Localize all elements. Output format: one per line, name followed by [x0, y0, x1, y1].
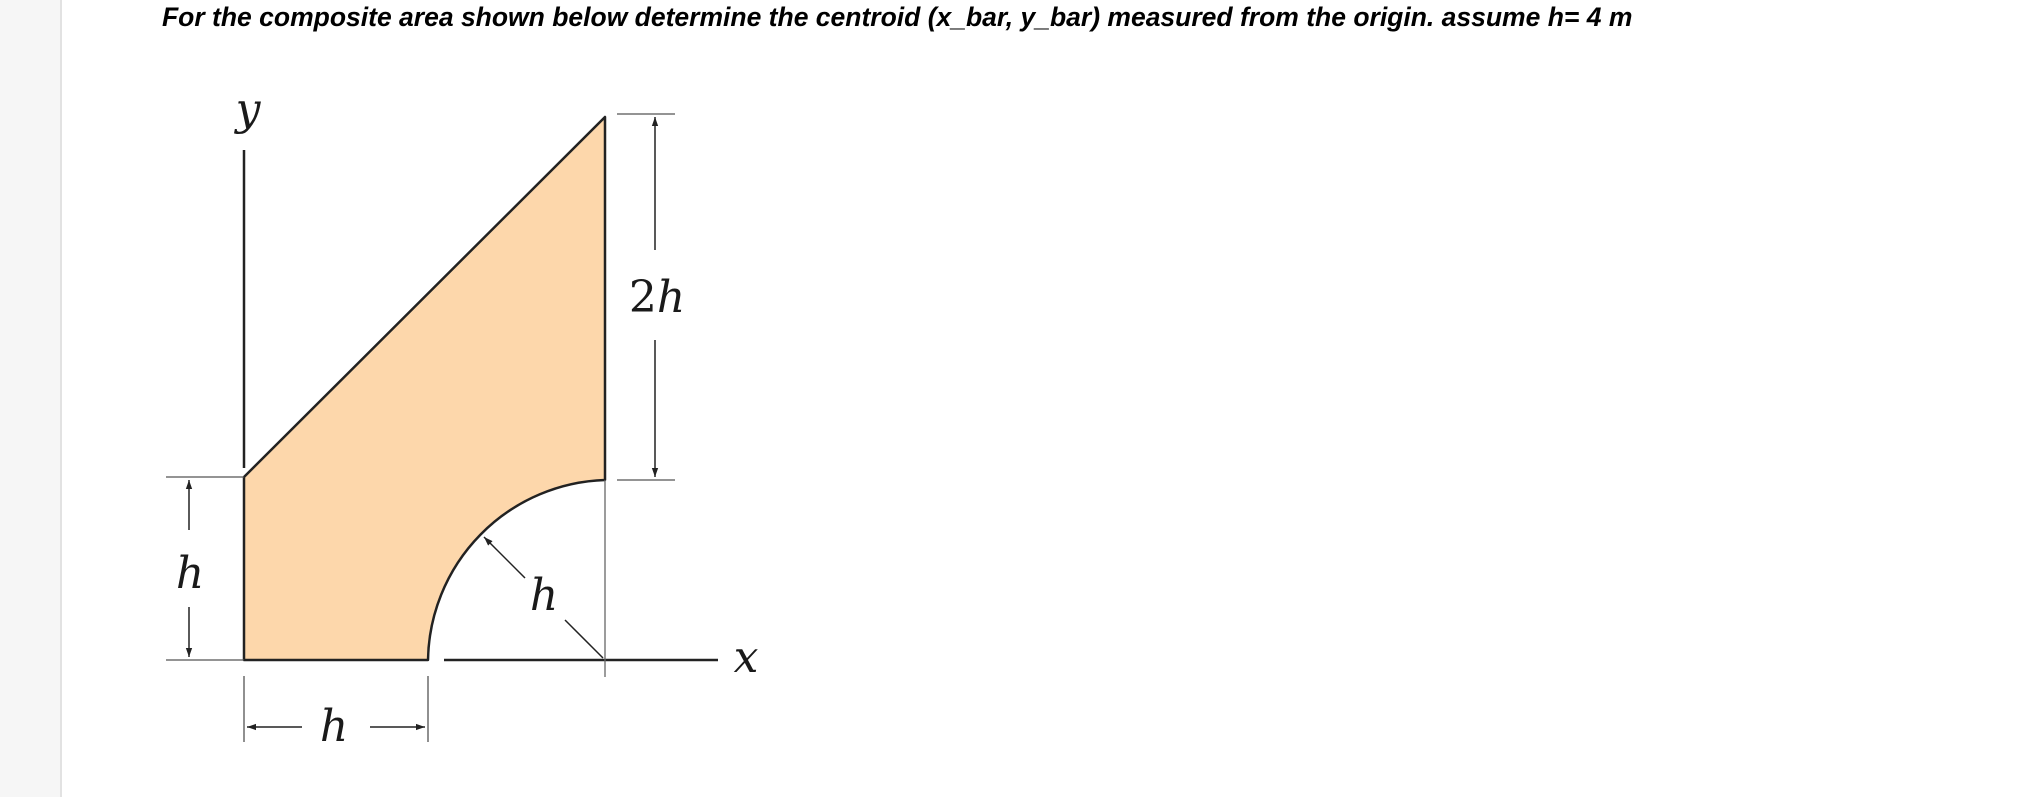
x-axis-label: x	[734, 632, 759, 683]
right-dim-label-var: h	[657, 272, 685, 323]
left-dim-label: h	[176, 548, 204, 599]
composite-shape	[242, 115, 607, 662]
y-axis-label: y	[234, 84, 262, 135]
radius-dim-label: h	[530, 570, 558, 621]
left-rail	[0, 0, 62, 797]
right-dim-label: 2h	[629, 272, 685, 323]
right-dim-label-number: 2	[629, 272, 657, 323]
radius-line-lower	[564, 619, 604, 659]
question-text: For the composite area shown below deter…	[162, 2, 1633, 32]
radius-arrow-upper	[483, 536, 526, 579]
bottom-dim-label: h	[320, 701, 348, 752]
